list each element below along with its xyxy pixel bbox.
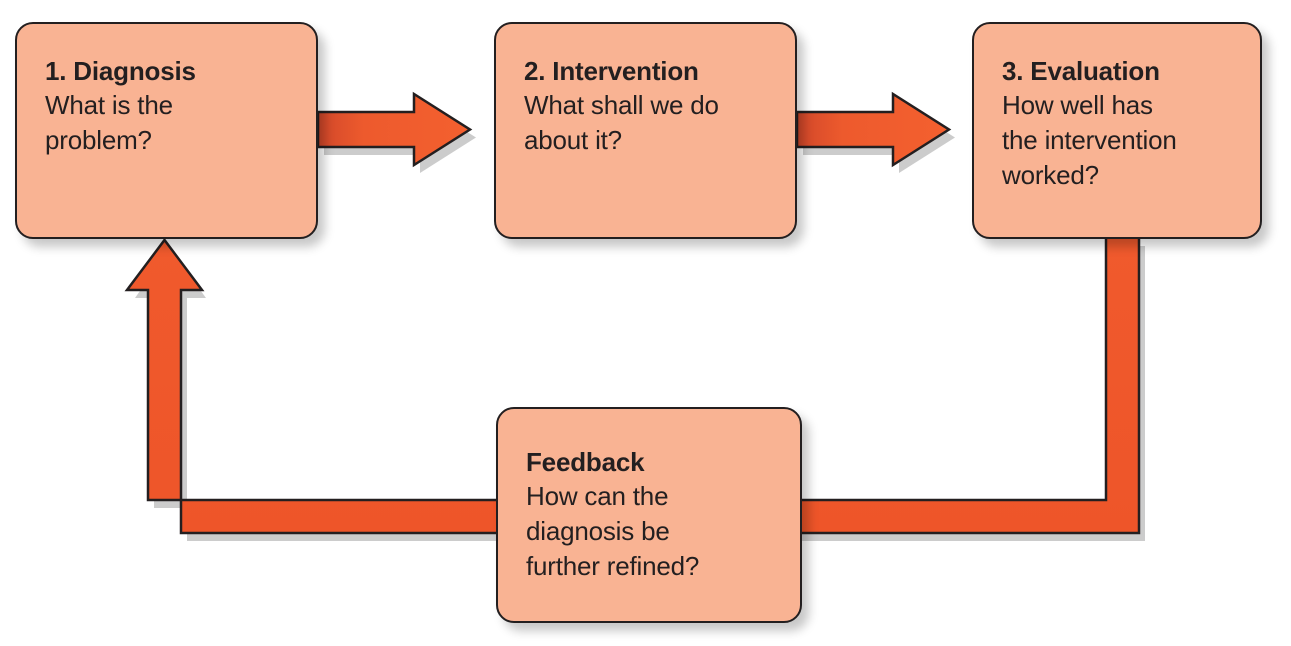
node-evaluation-title: 3. Evaluation: [1002, 56, 1160, 86]
node-intervention-body-line-1: What shall we do: [524, 89, 719, 120]
node-intervention-body-line-2: about it?: [524, 125, 622, 156]
node-intervention-title: 2. Intervention: [524, 56, 699, 86]
arrow-evaluation-to-diagnosis: [124, 230, 1141, 535]
node-evaluation-body-line-1: How well has: [1002, 89, 1153, 120]
node-feedback-title: Feedback: [526, 447, 645, 477]
node-diagnosis-body-line-1: What is the: [45, 89, 173, 120]
node-evaluation-content: 3. Evaluation How well has the intervent…: [1002, 56, 1244, 194]
node-evaluation-body-line-3: worked?: [1002, 160, 1099, 191]
node-diagnosis-title: 1. Diagnosis: [45, 56, 196, 86]
arrow-intervention-to-evaluation: [795, 91, 952, 168]
node-intervention-content: 2. Intervention What shall we do about i…: [524, 56, 779, 158]
arrow-diagnosis-to-intervention: [316, 91, 473, 168]
node-intervention[interactable]: 2. Intervention What shall we do about i…: [494, 22, 797, 239]
node-feedback-body-line-1: How can the: [526, 480, 669, 511]
node-diagnosis[interactable]: 1. Diagnosis What is the problem?: [15, 22, 318, 239]
node-diagnosis-body-line-2: problem?: [45, 125, 152, 156]
node-evaluation-body-line-2: the intervention: [1002, 125, 1177, 156]
node-feedback[interactable]: Feedback How can the diagnosis be furthe…: [496, 407, 802, 623]
node-diagnosis-content: 1. Diagnosis What is the problem?: [45, 56, 300, 158]
node-feedback-body-line-3: further refined?: [526, 551, 700, 582]
node-evaluation[interactable]: 3. Evaluation How well has the intervent…: [972, 22, 1262, 239]
node-feedback-content: Feedback How can the diagnosis be furthe…: [526, 447, 784, 585]
node-feedback-body-line-2: diagnosis be: [526, 516, 670, 547]
